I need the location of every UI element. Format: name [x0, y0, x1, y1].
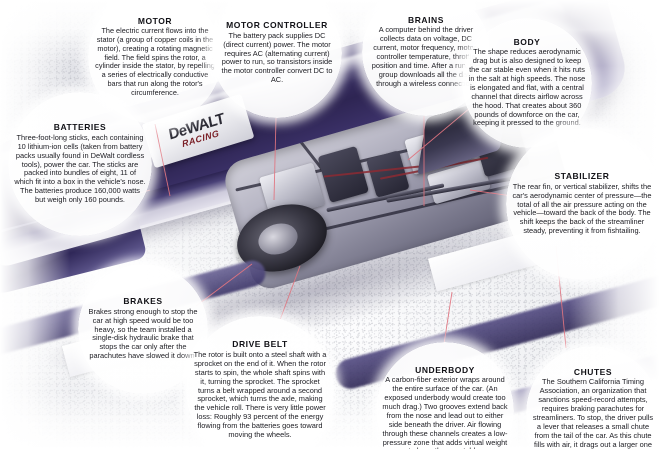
callout-brakes-title: BRAKES [123, 295, 163, 306]
callout-stabilizer: STABILIZER The rear fin, or vertical sta… [506, 128, 658, 280]
callout-brakes: BRAKES Brakes strong enough to stop the … [78, 264, 208, 394]
callout-underbody-title: UNDERBODY [415, 364, 475, 375]
callout-stabilizer-title: STABILIZER [554, 170, 610, 181]
callout-body-title: BODY [513, 36, 541, 47]
callout-chutes-body: The Southern California Timing Associati… [532, 377, 654, 449]
callout-motor-controller: MOTOR CONTROLLER The battery pack suppli… [212, 0, 342, 118]
callout-body-body: The shape reduces aerodynamic drag but i… [468, 47, 586, 128]
callout-drive-belt-body: The rotor is built onto a steel shaft wi… [193, 350, 327, 439]
callout-drive-belt: DRIVE BELT The rotor is built onto a ste… [186, 316, 334, 449]
callout-motor-title: MOTOR [137, 15, 173, 26]
callout-drive-belt-title: DRIVE BELT [232, 339, 288, 350]
callout-chutes: CHUTES The Southern California Timing As… [526, 346, 659, 449]
callout-chutes-title: CHUTES [573, 366, 613, 377]
callout-body: BODY The shape reduces aerodynamic drag … [462, 18, 592, 148]
callout-motor-controller-body: The battery pack supplies DC (direct cur… [221, 30, 333, 85]
callout-batteries-title: BATTERIES [53, 122, 107, 133]
callout-brakes-body: Brakes strong enough to stop the car at … [88, 306, 198, 361]
callout-motor-body: The electric current flows into the stat… [95, 26, 215, 97]
callout-underbody: UNDERBODY A carbon-fiber exterior wraps … [376, 342, 514, 449]
callout-underbody-body: A carbon-fiber exterior wraps around the… [382, 375, 508, 449]
callout-batteries: BATTERIES Three-foot-long sticks, each c… [8, 92, 152, 236]
callout-stabilizer-body: The rear fin, or vertical stabilizer, sh… [512, 181, 652, 236]
callout-batteries-body: Three-foot-long sticks, each containing … [14, 132, 146, 204]
callout-motor-controller-title: MOTOR CONTROLLER [226, 19, 328, 30]
callout-brains-body: A computer behind the driver collects da… [371, 25, 481, 88]
callout-brains-title: BRAINS [408, 14, 444, 25]
